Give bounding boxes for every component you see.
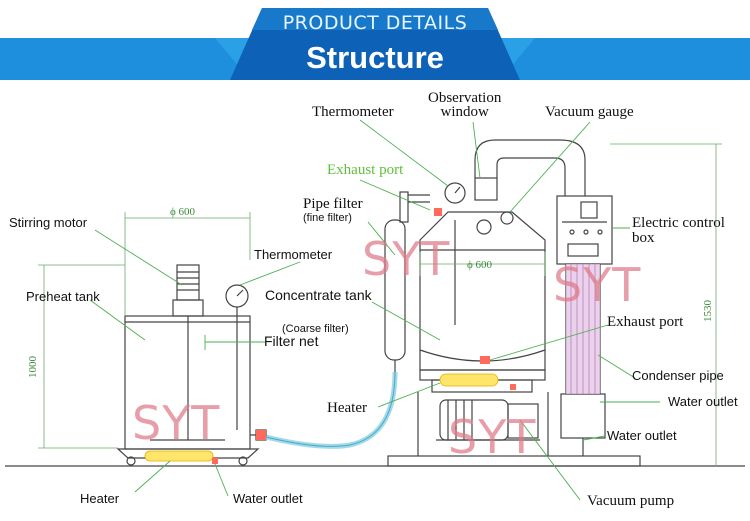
banner-title: Structure — [306, 40, 444, 75]
label-condenser-pipe: Condenser pipe — [632, 368, 724, 383]
banner-background — [0, 8, 750, 80]
label-coarse-filter: (Coarse filter) — [282, 323, 349, 335]
preheat-tank-drawing — [116, 264, 267, 466]
label-preheat-tank: Preheat tank — [26, 289, 100, 304]
label-exhaust-port-right: Exhaust port — [607, 314, 684, 330]
watermark-right: SYT — [553, 258, 642, 312]
overall-height-dimension: 1530 — [702, 300, 714, 322]
label-filter-net: Filter net — [264, 333, 319, 349]
label-stirring-motor: Stirring motor — [9, 215, 88, 230]
label-thermometer-left: Thermometer — [254, 247, 333, 262]
label-water-outlet-right-bottom: Water outlet — [607, 428, 677, 443]
banner-subtitle: PRODUCT DETAILS — [282, 12, 468, 34]
label-observation-window: Observation window — [428, 90, 502, 120]
label-water-outlet-left: Water outlet — [233, 491, 303, 506]
watermark-left: SYT — [132, 396, 221, 450]
label-fine-filter: (fine filter) — [303, 212, 352, 224]
label-heater-left: Heater — [80, 491, 120, 506]
label-water-outlet-right-top: Water outlet — [668, 394, 738, 409]
label-vacuum-pump: Vacuum pump — [587, 493, 675, 509]
preheat-diameter-dimension: ϕ 600 — [170, 206, 196, 218]
label-thermometer-top: Thermometer — [312, 104, 394, 120]
label-pipe-filter: Pipe filter — [303, 196, 363, 212]
label-exhaust-port-top: Exhaust port — [327, 162, 404, 178]
label-concentrate-tank: Concentrate tank — [265, 287, 372, 303]
watermark-center-bottom: SYT — [448, 410, 537, 464]
concentrate-diameter-dimension: ϕ 600 — [467, 259, 493, 271]
label-heater-center: Heater — [327, 400, 367, 416]
watermark-center-top: SYT — [362, 232, 451, 286]
label-vacuum-gauge: Vacuum gauge — [545, 104, 634, 120]
label-electric-control-box: Electric control box — [632, 215, 725, 246]
preheat-height-dimension: 1000 — [27, 356, 39, 378]
